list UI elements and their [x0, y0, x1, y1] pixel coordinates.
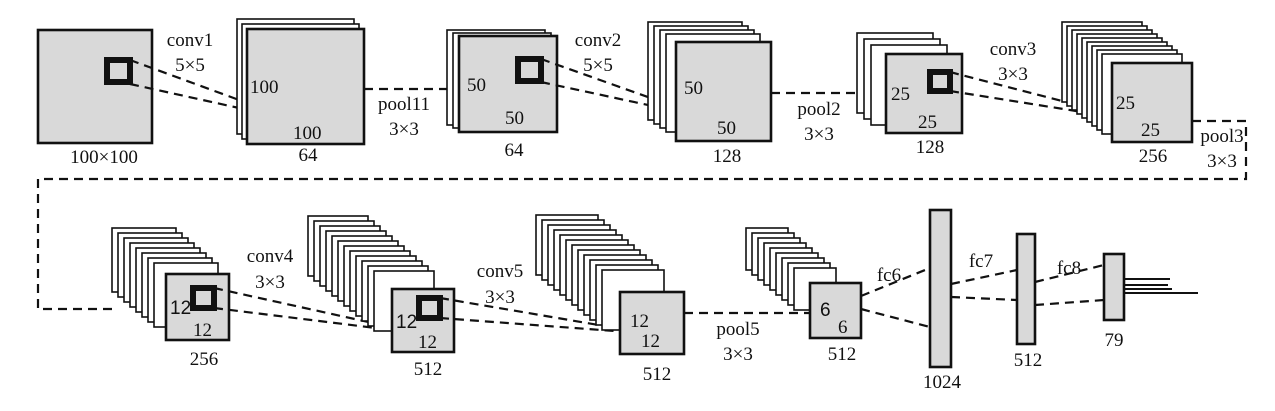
- conv2-output-face: [674, 40, 773, 143]
- conv1-output-depth: 64: [299, 145, 319, 166]
- fc6-output-block: 1024: [923, 208, 962, 393]
- fc7-op: fc7: [950, 251, 1018, 302]
- fc7-name: fc7: [969, 251, 993, 272]
- conv3-output-width: 25: [1141, 120, 1160, 141]
- conv4-kernel-window: [190, 285, 217, 311]
- conv4-output-width: 12: [418, 332, 437, 353]
- pool2-output-block: 25 25 128: [856, 32, 964, 158]
- conv5-op: conv5 3×3: [439, 261, 629, 334]
- conv4-output-block: 12 12 512: [307, 215, 456, 380]
- conv3-output-block: 25 25 256: [1061, 21, 1194, 167]
- fc7-output-block: 512: [1014, 232, 1043, 371]
- input-block: 100×100: [36, 28, 154, 168]
- fc8-name: fc8: [1057, 258, 1081, 279]
- conv1-output-height: 100: [250, 77, 279, 98]
- pool5-output-height: 6: [820, 300, 831, 321]
- pool1-output-block: 50 50 64: [446, 29, 559, 161]
- pool5-kernel-size: 3×3: [723, 344, 753, 365]
- fc7-projection-top: [950, 268, 1018, 286]
- pool2-name: pool2: [797, 99, 840, 120]
- conv4-output-height: 12: [396, 312, 417, 333]
- fc8-output-size: 79: [1105, 330, 1124, 351]
- fc6-output-size: 1024: [923, 372, 962, 393]
- fc6-name: fc6: [877, 265, 901, 286]
- pool3-kernel-size: 3×3: [1207, 151, 1237, 172]
- fc7-output-vector: [1015, 232, 1037, 346]
- pool2-output-width: 25: [918, 112, 937, 133]
- fc6-projection-top: [860, 266, 931, 298]
- fc6-projection-bottom: [860, 307, 931, 329]
- pool5-name: pool5: [716, 319, 759, 340]
- pool5-output-depth: 512: [828, 344, 857, 365]
- pool5-output-face: [808, 281, 863, 340]
- conv4-output-depth: 512: [414, 359, 443, 380]
- conv2-kernel-window: [515, 56, 544, 84]
- fc8-output-vector: [1102, 252, 1126, 322]
- fc8-output-block: 79: [1102, 252, 1198, 351]
- pool1-output-height: 50: [467, 75, 486, 96]
- conv5-output-depth: 512: [643, 364, 672, 385]
- fc8-op: fc8: [1034, 258, 1105, 307]
- conv2-output-width: 50: [717, 118, 736, 139]
- fc7-projection-bottom: [950, 295, 1018, 302]
- conv2-kernel-size: 5×5: [583, 55, 613, 76]
- conv5-kernel-window: [416, 295, 443, 321]
- conv3-kernel-window: [927, 69, 953, 94]
- fc8-projection-top: [1034, 263, 1105, 284]
- conv5-output-face: [618, 290, 686, 356]
- conv1-name: conv1: [167, 30, 213, 51]
- conv1-output-block: 100 100 64: [236, 18, 366, 166]
- pool3-op: pool3 3×3: [36, 119, 1248, 311]
- conv4-projection-bottom: [213, 306, 401, 333]
- pool5-op: pool5 3×3: [684, 311, 812, 365]
- pool1-output-width: 50: [505, 108, 524, 129]
- pool1-name: pool11: [378, 94, 430, 115]
- pool1-kernel-size: 3×3: [389, 119, 419, 140]
- conv2-projection-top: [540, 57, 691, 114]
- conv5-kernel-size: 3×3: [485, 287, 515, 308]
- conv3-output-height: 25: [1116, 93, 1135, 114]
- fc8-projection-bottom: [1034, 298, 1105, 307]
- pool1-op: pool11 3×3: [364, 87, 462, 140]
- conv1-kernel-size: 5×5: [175, 55, 205, 76]
- conv2-output-height: 50: [684, 78, 703, 99]
- pool3-output-height: 12: [170, 298, 191, 319]
- conv3-output-face: [1110, 61, 1194, 144]
- conv3-name: conv3: [990, 39, 1036, 60]
- conv2-output-depth: 128: [713, 146, 742, 167]
- conv5-projection-bottom: [439, 316, 629, 334]
- conv5-output-block: 12 12 512: [535, 214, 686, 385]
- conv4-name: conv4: [247, 246, 294, 267]
- conv1-projection-top: [129, 58, 281, 117]
- fc6-op: fc6: [860, 265, 931, 329]
- conv2-output-block: 50 50 128: [647, 21, 773, 167]
- conv1-kernel-window: [104, 57, 133, 85]
- conv5-output-height: 12: [630, 311, 649, 332]
- conv1-output-width: 100: [293, 123, 322, 144]
- pool5-output-width: 6: [838, 317, 848, 338]
- conv3-output-depth: 256: [1139, 146, 1168, 167]
- pool2-output-depth: 128: [916, 137, 945, 158]
- conv1-output-face: [245, 27, 366, 146]
- pool2-kernel-size: 3×3: [804, 124, 834, 145]
- fc7-output-size: 512: [1014, 350, 1043, 371]
- pool3-name: pool3: [1200, 126, 1243, 147]
- fc6-output-vector: [928, 208, 953, 369]
- conv4-kernel-size: 3×3: [255, 272, 285, 293]
- conv5-name: conv5: [477, 261, 523, 282]
- conv5-output-width: 12: [641, 331, 660, 352]
- input-size-label: 100×100: [70, 147, 138, 168]
- pool3-output-block: 12 12 256: [111, 227, 231, 370]
- pool5-output-block: 6 6 512: [745, 227, 863, 365]
- pool3-wrap-connector: [36, 119, 1248, 311]
- pool3-output-width: 12: [193, 320, 212, 341]
- conv2-name: conv2: [575, 30, 621, 51]
- conv3-kernel-size: 3×3: [998, 64, 1028, 85]
- pool2-output-height: 25: [891, 84, 910, 105]
- input-face: [36, 28, 154, 145]
- pool1-output-depth: 64: [505, 140, 525, 161]
- pool3-output-depth: 256: [190, 349, 219, 370]
- pool1-output-face: [457, 34, 559, 134]
